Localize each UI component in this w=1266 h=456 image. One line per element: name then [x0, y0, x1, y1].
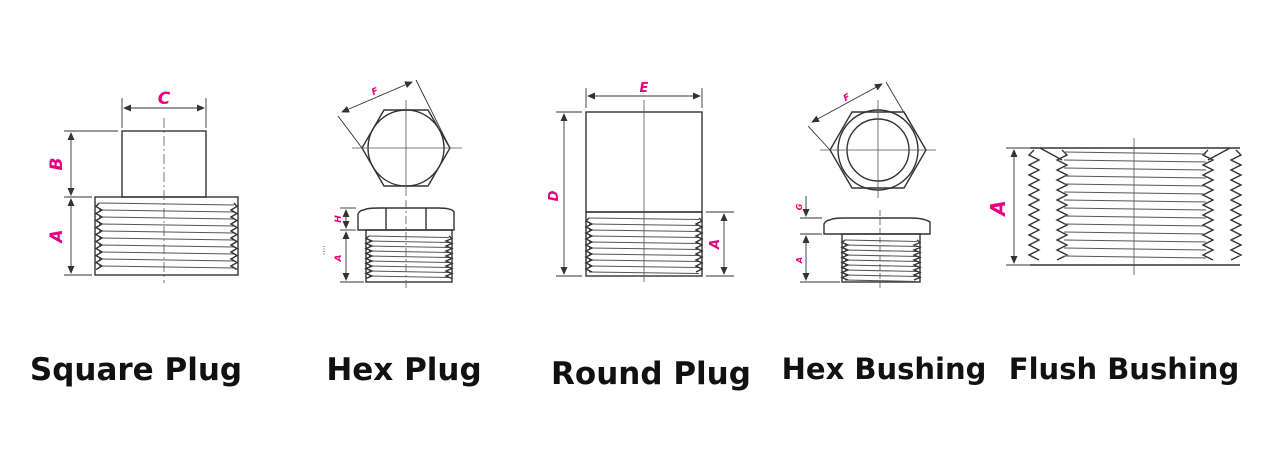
square-plug-threads: [94, 202, 239, 271]
hex-bushing-threads: [840, 239, 922, 282]
dim-label-f: F: [842, 92, 853, 104]
dim-label-c: C: [158, 89, 171, 109]
dim-label-d: D: [547, 190, 562, 201]
dim-label-a: A: [795, 257, 804, 264]
dim-label-h: H: [334, 215, 344, 223]
caption-square-plug: Square Plug: [29, 352, 243, 388]
dim-label-a: A: [708, 239, 723, 250]
caption-flush-bushing: Flush Bushing: [1008, 352, 1240, 386]
caption-hex-bushing: Hex Bushing: [781, 352, 987, 386]
round-plug-drawing: [556, 88, 734, 282]
hex-bushing-drawing: [800, 81, 936, 290]
hex-plug-threads: [364, 235, 454, 280]
caption-round-plug: Round Plug: [551, 356, 751, 392]
dim-label-a: A: [47, 229, 67, 244]
dim-label-b: B: [47, 158, 67, 171]
hex-plug-drawing: [323, 79, 462, 290]
caption-hex-plug: Hex Plug: [326, 352, 482, 388]
dim-label-g: G: [795, 203, 804, 210]
flush-bushing-drawing: [1006, 138, 1243, 275]
dim-label-e: E: [640, 81, 649, 96]
dim-label-f: F: [370, 86, 380, 98]
square-plug-drawing: [64, 98, 239, 283]
dim-label-a: A: [986, 200, 1010, 217]
flush-bushing-threads: [1027, 147, 1243, 261]
dim-label-a: A: [334, 254, 344, 262]
